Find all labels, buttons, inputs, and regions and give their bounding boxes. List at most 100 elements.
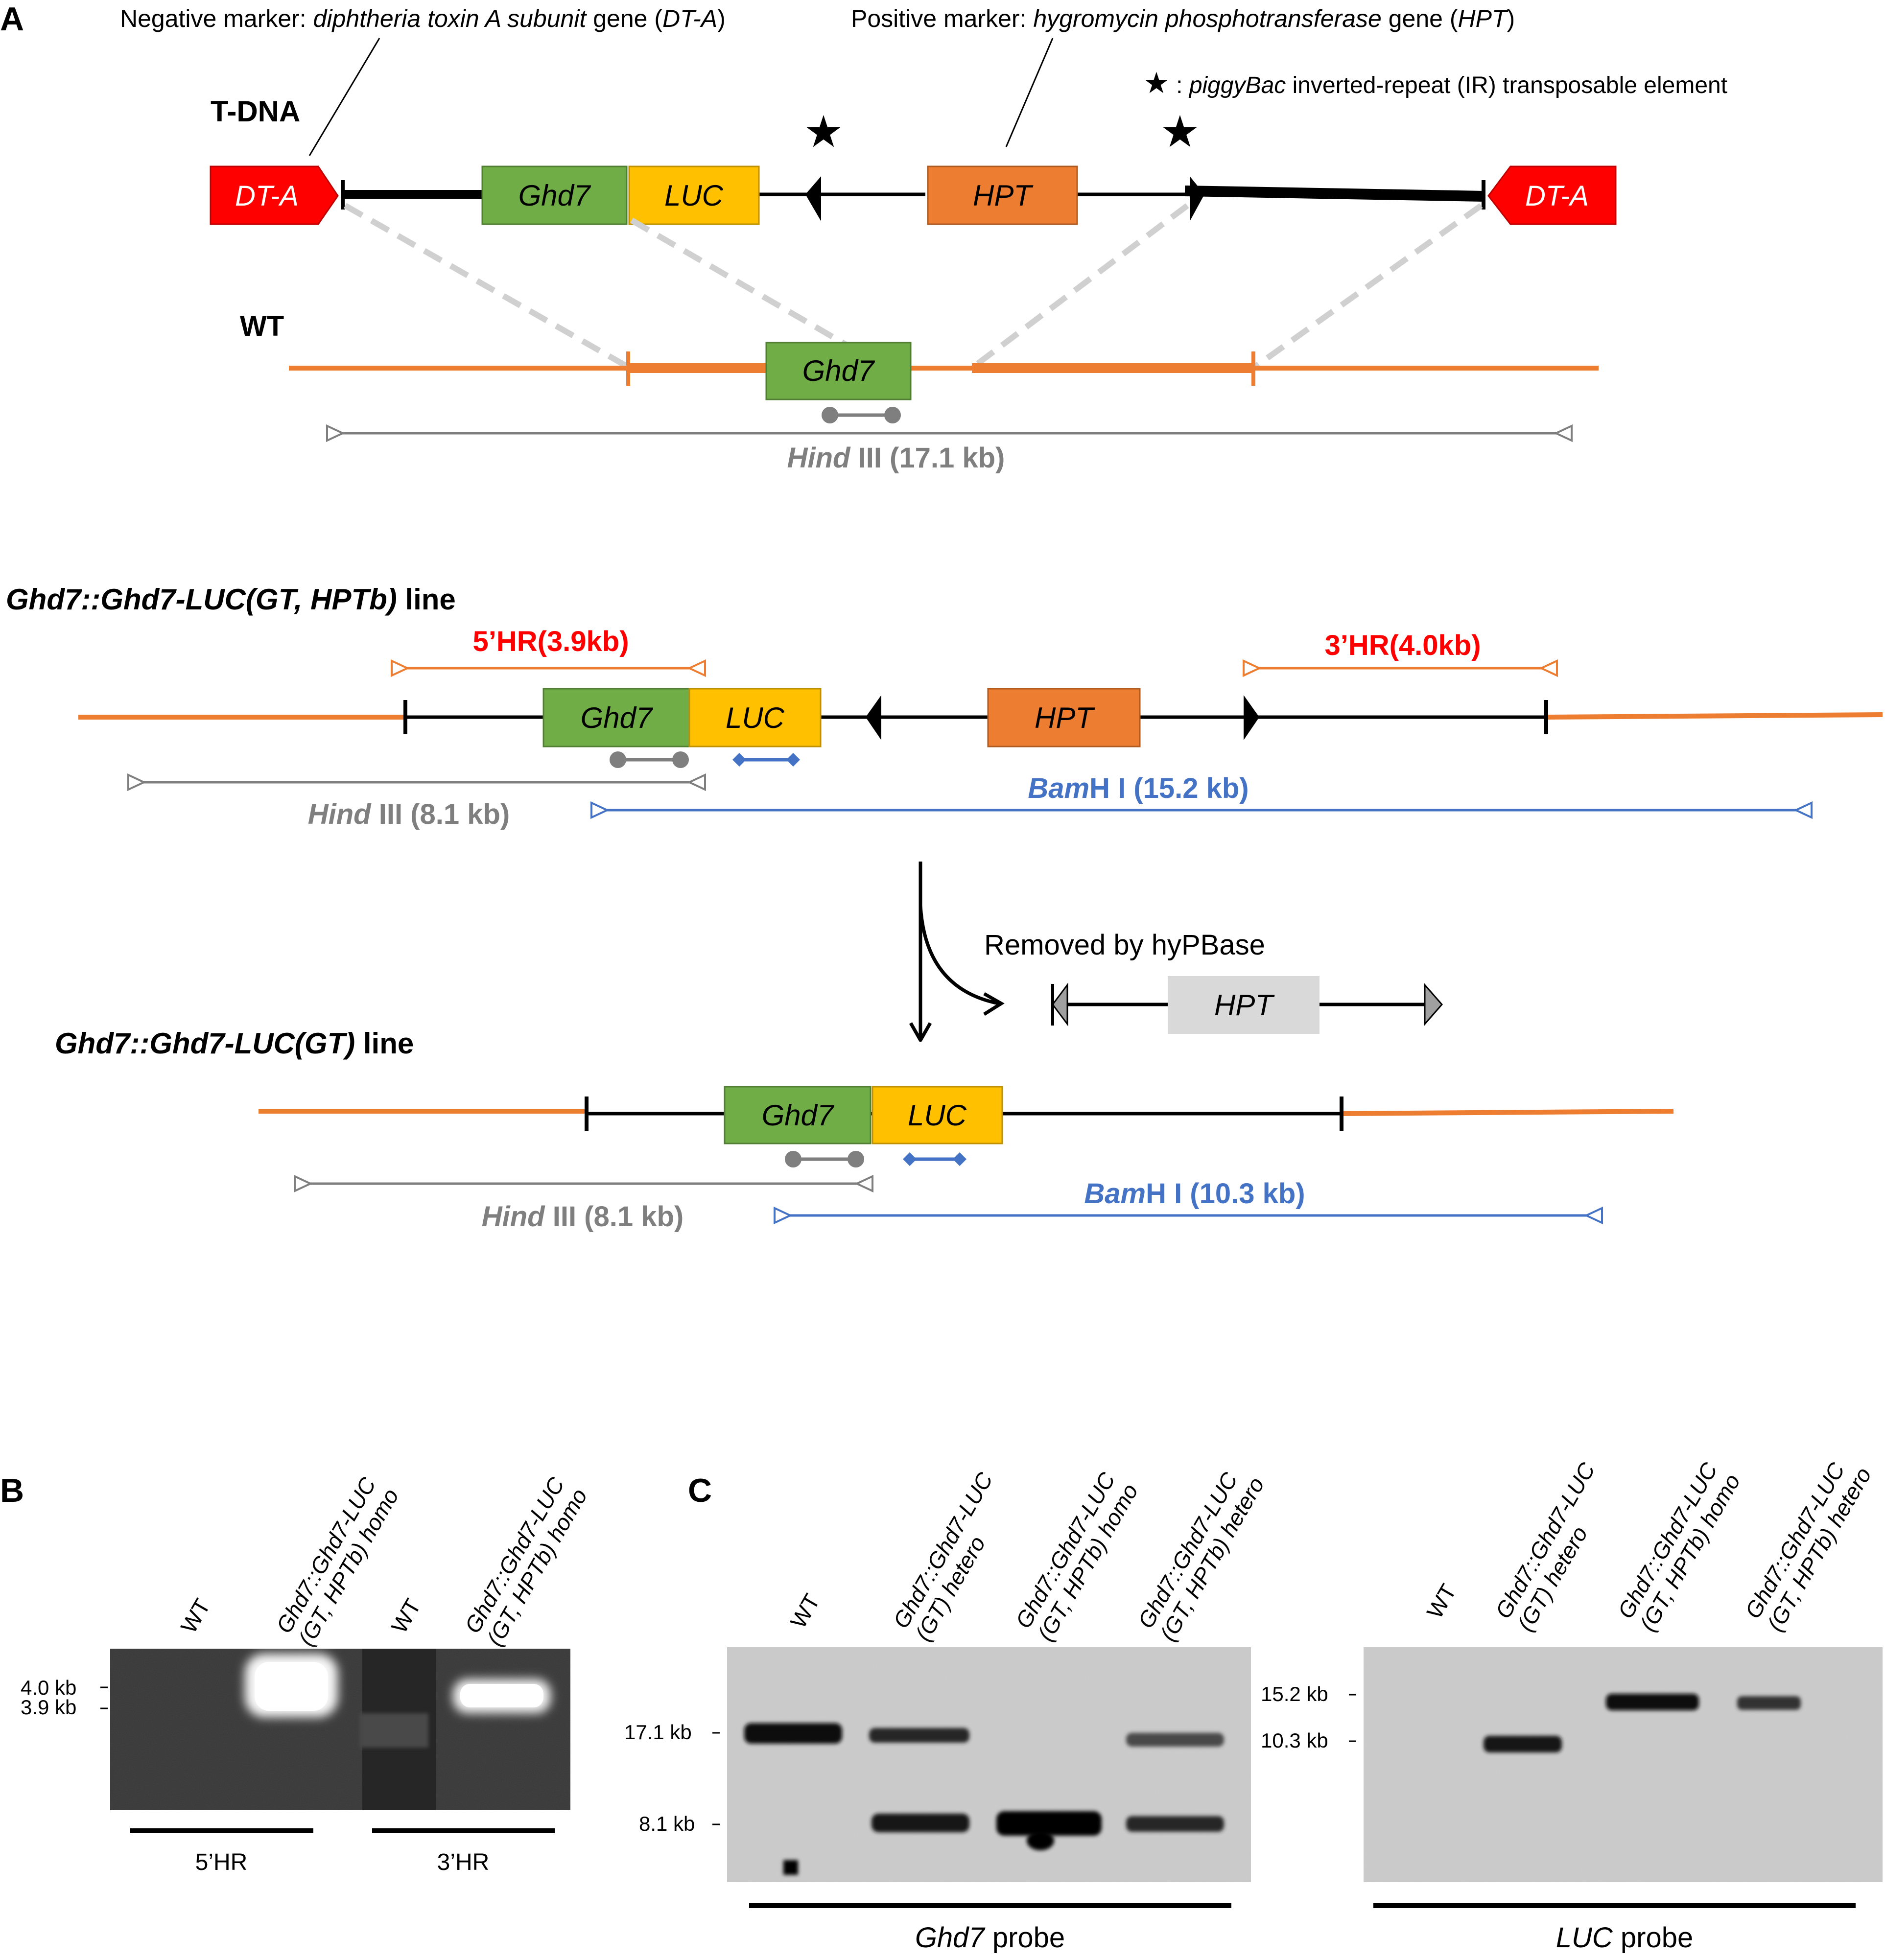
- hr5-label: 5’HR(3.9kb): [472, 626, 629, 657]
- line1-title: Ghd7::Ghd7-LUC(GT, HPTb) line: [6, 583, 456, 616]
- recombination-guides: [344, 203, 1483, 369]
- blot-band-gt-hetero-10kb: [1484, 1736, 1562, 1752]
- blot-band-gt-hetero-17kb: [869, 1728, 969, 1743]
- hr5-bracket: [391, 659, 706, 677]
- panel-c-label: C: [688, 1472, 712, 1509]
- tdna-construct: DT-A DT-A Ghd7 LUC HPT ★ ★: [210, 108, 1617, 225]
- ghd7-label-tdna: Ghd7: [518, 179, 591, 212]
- dta-right-label: DT-A: [1525, 180, 1589, 212]
- lane-label: Ghd7::Ghd7-LUC(GT) hetero: [1490, 1458, 1622, 1635]
- size-marker-4kb: 4.0 kb: [21, 1676, 76, 1699]
- luc-box-tdna: [628, 165, 760, 225]
- ghd7-box-tdna: [481, 165, 628, 225]
- bam-label-line1: BamH I (15.2 kb): [1028, 772, 1249, 804]
- wt-locus: Ghd7: [289, 342, 1599, 400]
- lane-label: WT: [785, 1589, 825, 1633]
- lane-label: Ghd7::Ghd7-LUC(GT) hetero: [888, 1468, 1020, 1645]
- group-label-5hr: 5’HR: [195, 1849, 248, 1875]
- lane-label: WT: [176, 1594, 215, 1637]
- ghd7-box-wt: [765, 342, 912, 400]
- piggybac-ir-left: [805, 176, 821, 221]
- luc-box-line2: [872, 1086, 1003, 1144]
- dta-right-box: [1487, 165, 1617, 225]
- ghd7-probe-line1: [610, 751, 689, 768]
- star-icon-right: ★: [1160, 108, 1200, 157]
- luc-box-line1: [688, 688, 822, 747]
- piggybac-ir-line1-left: [866, 695, 881, 740]
- ghd7-label-line1: Ghd7: [581, 701, 654, 734]
- bam-fragment-line1: [590, 801, 1813, 819]
- blot-band-hptb-hetero-8kb: [1126, 1816, 1224, 1832]
- removed-by-hypbase-label: Removed by hyPBase: [984, 929, 1265, 961]
- wt-label: WT: [240, 310, 284, 342]
- hpt-label-tdna: HPT: [973, 179, 1034, 212]
- group-label-3hr: 3’HR: [437, 1849, 490, 1875]
- ghd7-probe-line2: [785, 1151, 864, 1167]
- hpt-label-line1: HPT: [1035, 701, 1095, 734]
- negative-marker-note: Negative marker: diphtheria toxin A subu…: [120, 5, 726, 32]
- line2-title: Ghd7::Ghd7-LUC(GT) line: [55, 1027, 414, 1060]
- lane-label: Ghd7::Ghd7-LUC(GT, HPTb) homo: [1011, 1467, 1143, 1645]
- ghd7-box-line1: [542, 688, 690, 747]
- blot-band-wt-17kb: [744, 1723, 842, 1744]
- hind-fragment-wt: [326, 424, 1573, 443]
- pos-marker-pointer: [1005, 38, 1054, 147]
- positive-marker-note: Positive marker: hygromycin phosphotrans…: [851, 5, 1515, 32]
- lane-label: Ghd7::Ghd7-LUC(GT, HPTb) homo: [460, 1471, 592, 1650]
- lane-label: Ghd7::Ghd7-LUC(GT, HPTb) hetero: [1740, 1450, 1876, 1635]
- panel-c-luc-lane-labels: WT Ghd7::Ghd7-LUC(GT) hetero Ghd7::Ghd7-LU…: [1422, 1450, 1876, 1635]
- hind-label-line1: Hind III (8.1 kb): [308, 798, 510, 830]
- piggybac-ir-line1-right: [1244, 695, 1259, 740]
- lane-label: WT: [1422, 1580, 1461, 1623]
- agarose-gel: [110, 1649, 570, 1810]
- southern-blot-luc: [1364, 1647, 1883, 1882]
- size-marker-10.3kb: 10.3 kb: [1261, 1729, 1328, 1752]
- size-marker-15.2kb: 15.2 kb: [1261, 1682, 1328, 1705]
- blot-band-hptb-hetero-17kb: [1126, 1733, 1224, 1747]
- neg-marker-pointer: [308, 38, 380, 156]
- lane-label: Ghd7::Ghd7-LUC(GT, HPTb) homo: [271, 1471, 404, 1650]
- ghd7-label-line2: Ghd7: [762, 1099, 835, 1132]
- removal-arrow: [909, 862, 1005, 1042]
- piggybac-legend: ★ : piggyBac inverted-repeat (IR) transp…: [1143, 67, 1727, 99]
- blot-band-hptb-homo-8kb: [996, 1811, 1102, 1836]
- lane-label: WT: [386, 1594, 426, 1637]
- size-marker-17.1kb: 17.1 kb: [624, 1721, 692, 1744]
- probe-label-ghd7: Ghd7 probe: [915, 1922, 1065, 1954]
- bam-label-line2: BamH I (10.3 kb): [1084, 1178, 1305, 1210]
- hind-fragment-line1: [127, 773, 706, 792]
- luc-label-line1: LUC: [726, 701, 785, 734]
- hind-label-line2: Hind III (8.1 kb): [482, 1201, 684, 1233]
- line1-locus: Ghd7 LUC HPT: [78, 688, 1883, 747]
- luc-probe-line1: [732, 753, 800, 767]
- probe-label-luc: LUC probe: [1556, 1922, 1694, 1954]
- ghd7-box-line2: [724, 1086, 872, 1144]
- panel-b-label: B: [0, 1472, 24, 1509]
- tdna-label: T-DNA: [211, 95, 300, 128]
- luc-label-line2: LUC: [908, 1099, 967, 1132]
- blot-band-gt-hetero-8kb: [872, 1814, 969, 1832]
- hr3-bracket: [1243, 659, 1558, 677]
- hpt-box-line1: [987, 688, 1141, 747]
- blot-band-hptb-hetero-15kb: [1737, 1696, 1801, 1710]
- dta-left-box: [210, 165, 339, 225]
- hr3-label: 3’HR(4.0kb): [1324, 630, 1481, 661]
- ghd7-probe-wt: [822, 407, 901, 423]
- luc-probe-line2: [903, 1152, 966, 1166]
- size-marker-3.9kb: 3.9 kb: [21, 1696, 76, 1719]
- excised-hpt-cassette: HPT: [1051, 976, 1443, 1034]
- luc-label-tdna: LUC: [664, 179, 724, 212]
- size-marker-8.1kb: 8.1 kb: [639, 1812, 695, 1835]
- hpt-box-removed: [1168, 976, 1320, 1034]
- hpt-box-tdna: [927, 165, 1078, 225]
- ghd7-label-wt: Ghd7: [802, 354, 875, 387]
- line2-locus: Ghd7 LUC: [259, 1086, 1674, 1144]
- blot-band-hptb-homo-15kb: [1606, 1694, 1699, 1710]
- southern-blot-ghd7: [727, 1647, 1251, 1882]
- hind-label-wt: Hind III (17.1 kb): [787, 442, 1005, 474]
- bam-fragment-line2: [774, 1206, 1603, 1225]
- hpt-label-removed: HPT: [1214, 989, 1275, 1022]
